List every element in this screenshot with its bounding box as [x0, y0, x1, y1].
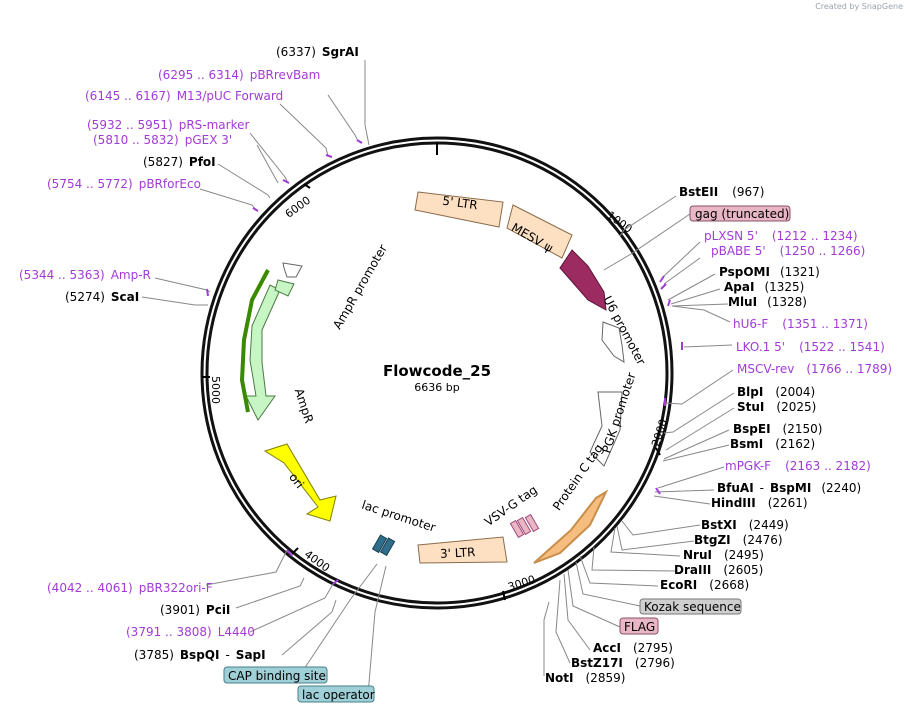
feature-lacprom-label: lac promoter: [360, 498, 437, 535]
backbone-outer-ring: [200, 136, 674, 610]
feature-proteinc-arrow[interactable]: [533, 489, 609, 564]
label-bstz17i: BstZ17I(2796): [571, 656, 675, 670]
label-pspomi: PspOMI(1321): [719, 265, 820, 279]
label-hindiii: HindIII(2261): [711, 496, 808, 510]
feature-ampr-path-left[interactable]: [239, 269, 270, 413]
label-pbr322ori: (4042 .. 4061)pBR322ori-F: [47, 581, 213, 595]
label-lacop: lac operator: [302, 688, 375, 702]
feature-amprprom-arrow[interactable]: [282, 262, 303, 278]
label-bsteii: BstEII(967): [679, 185, 764, 199]
label-bsmi: BsmI(2162): [730, 437, 815, 451]
feature-vsvg-tag[interactable]: [509, 513, 540, 539]
feature-5ltr-label: 5' LTR: [441, 194, 478, 213]
label-capsite: CAP binding site: [228, 669, 326, 683]
feature-mesv-arrow[interactable]: [506, 204, 573, 259]
label-noti: NotI(2859): [545, 671, 625, 685]
feature-pgk-label: PGK promoter: [599, 371, 638, 455]
feature-pgk-arrow-2[interactable]: [589, 391, 623, 467]
label-m13puc: (6145 .. 6167)M13/pUC Forward: [85, 89, 283, 103]
label-bspqi: (3785)BspQI-SapI: [134, 648, 266, 662]
plasmid-size: 6636 bp: [414, 381, 459, 394]
label-pfoi: (5827)PfoI: [143, 155, 216, 169]
label-nrui: NruI(2495): [683, 548, 764, 562]
plasmid-name: Flowcode_25: [383, 362, 491, 380]
label-acci: AccI(2795): [593, 641, 673, 655]
label-btgzi: BtgZI(2476): [694, 533, 783, 547]
label-stui: StuI(2025): [737, 400, 816, 414]
label-prsmarker: (5932 .. 5951)pRS-marker: [87, 118, 249, 132]
feature-ampr-label: AmpR: [292, 387, 316, 425]
feature-5ltr-arrow[interactable]: [414, 191, 504, 228]
feature-ori-arrow[interactable]: [263, 443, 337, 522]
feature-u6-label: U6 promoter: [600, 294, 648, 368]
gag-box[interactable]: [689, 205, 791, 222]
label-pgex3: (5810 .. 5832)pGEX 3': [93, 133, 232, 147]
label-bspei: BspEI(2150): [733, 422, 822, 436]
lacop-box[interactable]: [297, 685, 375, 703]
label-hu6f: hU6-F(1351 .. 1371): [733, 317, 868, 331]
feature-amprprom-bar[interactable]: [274, 279, 295, 297]
label-ampr-primer: (5344 .. 5363)Amp-R: [19, 268, 151, 282]
label-bfuai: BfuAI-BspMI(2240): [717, 481, 861, 495]
connector-lines: [141, 60, 735, 696]
label-pcii: (3901)PciI: [160, 603, 230, 617]
feature-pgk-arrow[interactable]: [601, 321, 625, 363]
kozak-box[interactable]: [639, 598, 742, 615]
feature-u6-arrow[interactable]: [559, 249, 607, 311]
primer-markers: [206, 139, 683, 585]
label-l4440: (3791 .. 3808)L4440: [126, 625, 255, 639]
feature-ampr-arrow[interactable]: [245, 284, 281, 421]
label-flag: FLAG: [624, 620, 655, 634]
label-plxsn5: pLXSN 5'(1212 .. 1234): [704, 229, 858, 243]
feature-amprprom-label: AmpR promoter: [330, 242, 390, 332]
label-mpgkf: mPGK-F(2163 .. 2182): [725, 459, 871, 473]
label-msvcrev: MSCV-rev(1766 .. 1789): [737, 362, 892, 376]
feature-3ltr-arrow[interactable]: [417, 536, 508, 564]
feature-lacprom[interactable]: [371, 534, 396, 557]
label-draiii: DraIII(2605): [674, 563, 763, 577]
label-blpi: BlpI(2004): [737, 385, 815, 399]
label-lko15: LKO.1 5'(1522 .. 1541): [736, 340, 885, 354]
label-kozak: Kozak sequence: [644, 600, 741, 614]
tick-label-5000: 5000: [209, 376, 222, 404]
label-pbabe5: pBABE 5'(1250 .. 1266): [711, 244, 865, 258]
label-pbrrevbam: (6295 .. 6314)pBRrevBam: [158, 68, 320, 82]
label-mlui: MluI(1328): [728, 295, 807, 309]
snapgene-credit: Created by SnapGene: [815, 2, 903, 11]
label-scai: (5274)ScaI: [65, 290, 139, 304]
label-sgrai: (6337)SgrAI: [276, 45, 359, 59]
label-ecori: EcoRI(2668): [660, 578, 749, 592]
flag-box[interactable]: [619, 617, 659, 635]
label-pbrforeco: (5754 .. 5772)pBRforEco: [47, 177, 201, 191]
cap-box[interactable]: [223, 666, 328, 684]
label-bstxi: BstXI(2449): [701, 518, 789, 532]
feature-3ltr-label: 3' LTR: [440, 545, 476, 561]
label-gag: gag (truncated): [695, 207, 789, 221]
label-apai: ApaI(1325): [724, 280, 804, 294]
